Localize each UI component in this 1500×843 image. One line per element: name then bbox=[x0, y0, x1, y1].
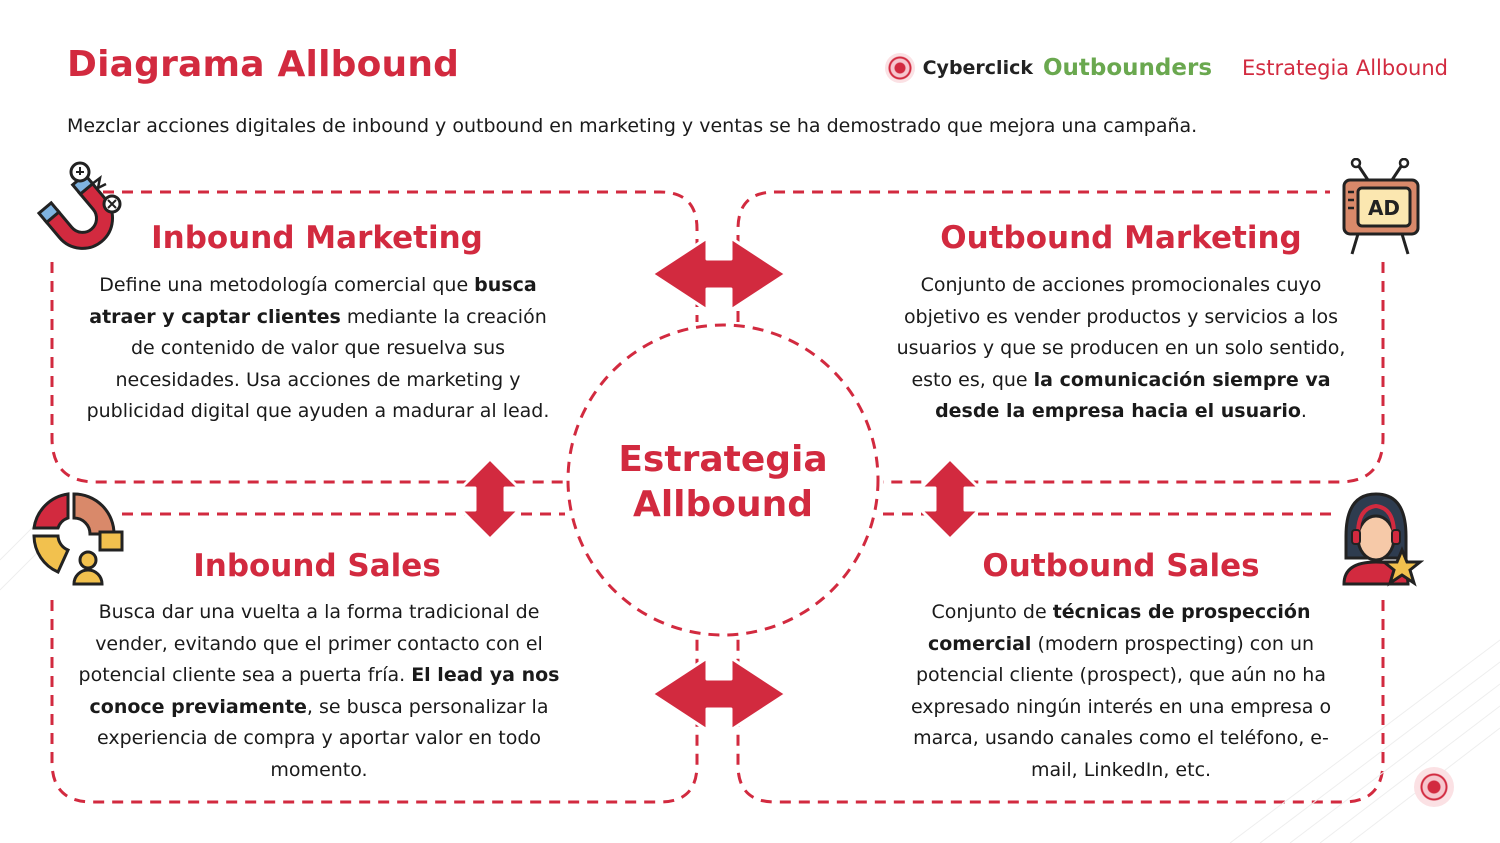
cyberclick-logo-icon bbox=[884, 53, 915, 83]
body-text: mediante la creación de contenido de val… bbox=[86, 305, 550, 423]
body-text: , se busca personalizar la experiencia d… bbox=[96, 695, 549, 781]
outbound-sales-text: Conjunto de técnicas de prospección come… bbox=[890, 597, 1352, 787]
double-arrow-left bbox=[459, 457, 521, 541]
outbound-sales-title: Outbound Sales bbox=[982, 548, 1260, 584]
body-text: (modern prospecting) con un potencial cl… bbox=[910, 632, 1332, 781]
body-text: Conjunto de bbox=[931, 601, 1053, 623]
center-title-line1: Estrategia bbox=[618, 439, 828, 480]
box-outline-outbound-marketing bbox=[736, 190, 1385, 484]
page-title: Diagrama Allbound bbox=[67, 44, 460, 85]
inbound-sales-title: Inbound Sales bbox=[193, 548, 441, 584]
magnet-icon bbox=[36, 161, 122, 250]
analytics-chart-icon bbox=[32, 492, 124, 586]
cyberclick-corner-logo-icon bbox=[1414, 767, 1454, 807]
double-arrow-right bbox=[919, 457, 981, 541]
tv-ad-icon: AD bbox=[1342, 158, 1420, 255]
highlight-text: busca atraer y captar clientes bbox=[89, 274, 537, 328]
body-text: . bbox=[1300, 400, 1307, 423]
center-circle bbox=[566, 323, 880, 637]
box-outline-inbound-marketing bbox=[50, 190, 699, 484]
svg-text:AD: AD bbox=[1368, 196, 1400, 220]
highlight-text: El lead ya nos conoce previamente bbox=[89, 664, 560, 718]
header-tag: Estrategia Allbound bbox=[1242, 56, 1448, 80]
inbound-marketing-text: Define una metodología comercial que bus… bbox=[78, 270, 558, 428]
brand-secondary: Outbounders bbox=[1042, 55, 1213, 81]
center-title-line2: Allbound bbox=[632, 484, 814, 525]
inbound-marketing-title: Inbound Marketing bbox=[151, 220, 483, 256]
center-title: Estrategia Allbound bbox=[573, 437, 873, 527]
inbound-sales-text: Busca dar una vuelta a la forma tradicio… bbox=[76, 597, 562, 787]
double-arrow-top bbox=[650, 236, 788, 312]
body-text: Busca dar una vuelta a la forma tradicio… bbox=[78, 601, 543, 687]
outbound-marketing-text: Conjunto de acciones promocionales cuyo … bbox=[886, 270, 1356, 428]
page-subtitle: Mezclar acciones digitales de inbound y … bbox=[67, 115, 1198, 137]
double-arrow-bottom bbox=[650, 656, 788, 732]
highlight-text: técnicas de prospección comercial bbox=[927, 601, 1311, 655]
outbound-marketing-title: Outbound Marketing bbox=[940, 220, 1302, 256]
highlight-text: la comunicación siempre va desde la empr… bbox=[935, 368, 1331, 423]
support-agent-icon bbox=[1342, 492, 1424, 587]
body-text: Define una metodología comercial que bbox=[99, 274, 475, 296]
header-brand: Cyberclick Outbounders Estrategia Allbou… bbox=[884, 53, 1448, 83]
brand-primary: Cyberclick bbox=[922, 57, 1033, 79]
body-text: Conjunto de acciones promocionales cuyo … bbox=[896, 274, 1346, 391]
